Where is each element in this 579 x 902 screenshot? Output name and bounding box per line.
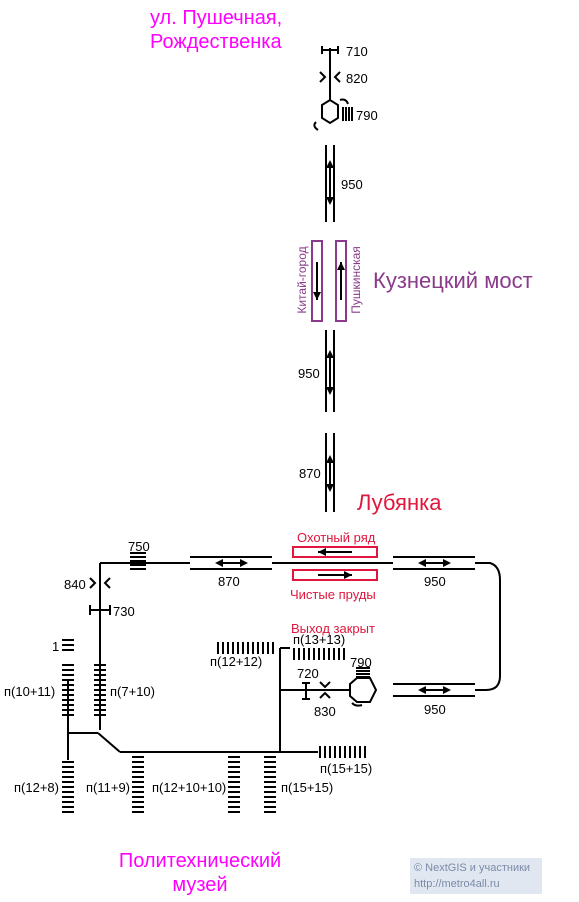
stairs xyxy=(62,107,370,813)
width-830: 830 xyxy=(314,704,336,719)
exit-closed-label: Выход закрыт xyxy=(291,621,375,636)
station-kuznetsky-label: Кузнецкий мост xyxy=(373,268,533,293)
credit-box: © NextGIS и участники http://metro4all.r… xyxy=(410,858,542,894)
width-710: 710 xyxy=(346,44,368,59)
narrowing-830-icon xyxy=(319,681,331,689)
station-lubyanka-label: Лубянка xyxy=(357,490,442,515)
platform-okhotny-ryad-rect xyxy=(292,546,378,558)
narrowing-820-icon xyxy=(319,71,327,83)
platform-chistye-prudy-rect xyxy=(292,569,378,581)
platform-pushkinskaya-rect xyxy=(335,240,347,322)
width-840: 840 xyxy=(64,577,86,592)
arrow-curve-icon xyxy=(313,121,319,131)
width-730: 730 xyxy=(113,604,135,619)
top-exit-label: ул. Пушечная, Рождественка xyxy=(150,7,283,53)
width-790-top: 790 xyxy=(356,108,378,123)
stairs-p12-8-label: п(12+8) xyxy=(14,780,59,795)
width-950-b: 950 xyxy=(298,366,320,381)
arrow-heads xyxy=(215,160,451,694)
width-950-a: 950 xyxy=(341,177,363,192)
bottom-exit-label: Политехнический музей xyxy=(118,850,282,896)
stairs-1-label: 1 xyxy=(52,639,60,654)
passage-loop xyxy=(475,562,501,691)
width-950-right-top: 950 xyxy=(424,574,446,589)
platform-chistye-prudy-label: Чистые пруды xyxy=(290,587,376,602)
stairs-p13-13-label: п(13+13) xyxy=(293,632,346,647)
width-820: 820 xyxy=(346,71,368,86)
top-exit-line1: ул. Пушечная, Рождественка xyxy=(150,6,282,54)
stairs-p12-12-label: п(12+12) xyxy=(210,654,263,669)
turnstile-bottom-icon xyxy=(349,677,378,703)
width-870-horizontal: 870 xyxy=(218,574,240,589)
stairs-p7-10-label: п(7+10) xyxy=(110,684,155,699)
credit-line1: © NextGIS и участники xyxy=(414,862,531,874)
width-870-vertical: 870 xyxy=(299,466,321,481)
width-950-right-bottom: 950 xyxy=(424,702,446,717)
stairs-p10-11-label: п(10+11) xyxy=(4,684,56,699)
width-750: 750 xyxy=(128,539,150,554)
arrow-curve-bottom-icon xyxy=(351,702,363,707)
stairs-p11-9-label: п(11+9) xyxy=(86,780,131,795)
platform-kitai-gorod-label: Китай-город xyxy=(295,246,309,314)
turnstile-top-icon xyxy=(321,98,339,125)
platform-kitai-gorod-rect xyxy=(311,240,323,322)
platform-okhotny-ryad-label: Охотный ряд xyxy=(297,530,376,545)
narrowing-840-icon xyxy=(89,577,97,589)
stairs-p15-15-vertical-label: п(15+15) xyxy=(281,780,334,795)
width-790-bottom: 790 xyxy=(350,655,372,670)
width-720: 720 xyxy=(297,666,319,681)
platform-pushkinskaya-label: Пушкинская xyxy=(349,246,363,314)
stairs-p15-15-horizontal-label: п(15+15) xyxy=(320,761,373,776)
credit-link[interactable]: http://metro4all.ru xyxy=(414,878,500,890)
stairs-p12-10-10-label: п(12+10+10) xyxy=(152,780,227,795)
